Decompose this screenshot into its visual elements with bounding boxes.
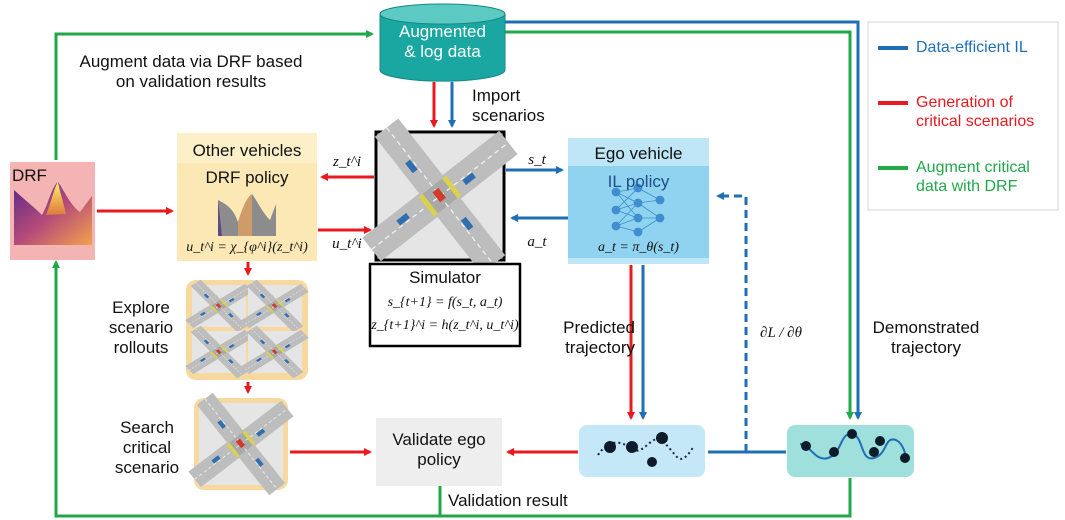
predicted-trajectory-label: Predicted trajectory [563, 318, 635, 357]
drf-box [10, 162, 95, 260]
database-label: Augmented & log data [399, 22, 486, 61]
augment-note-label: Augment data via DRF based on validation… [79, 52, 303, 91]
explore-rollouts-thumbnails [165, 264, 329, 394]
il-policy-label: IL policy [607, 172, 670, 191]
validate-box [376, 418, 502, 486]
drf-policy-equation: u_t^i = χ_{φ^i}(z_t^i) [186, 240, 308, 255]
uti-label: u_t^i [332, 236, 362, 252]
trajectory-icon [597, 432, 695, 467]
green-arrows [52, 30, 854, 518]
demonstrated-trajectory-box [787, 425, 914, 477]
gradient-label: ∂L / ∂θ [760, 325, 802, 341]
zti-label: z_t^i [332, 154, 361, 170]
legend-markers [878, 46, 908, 170]
legend-box [867, 21, 1059, 211]
search-label: Search critical scenario [114, 418, 180, 477]
explore-label: Explore scenario rollouts [108, 298, 174, 357]
demonstrated-trajectory-label: Demonstrated trajectory [872, 318, 980, 357]
trajectory-icon [799, 429, 910, 463]
other-vehicles-label: Other vehicles [192, 141, 302, 160]
drf-policy-icon [218, 194, 276, 236]
legend-item-data-efficient-il: Data-efficient IL [916, 39, 1028, 56]
drf-surface-icon [14, 182, 92, 245]
validate-label: Validate ego policy [392, 430, 486, 469]
ego-vehicle-panel [568, 138, 709, 264]
validation-result-label: Validation result [448, 491, 568, 510]
drf-policy-panel [177, 133, 317, 261]
simulator-equation-2: z_{t+1}^i = h(z_t^i, u_t^i) [371, 318, 519, 333]
blue-arrows [448, 20, 862, 454]
critical-scenario-thumbnail [158, 363, 324, 520]
ego-vehicle-label: Ego vehicle [594, 144, 683, 163]
predicted-trajectory-box [579, 425, 705, 477]
legend-item-critical-scenarios: Generation of critical scenarios [916, 94, 1035, 130]
neural-network-icon [611, 183, 665, 237]
import-scenarios-label: Import scenarios [472, 86, 545, 125]
database-icon [379, 3, 506, 82]
drf-label: DRF [12, 166, 47, 185]
st-label: s_t [528, 152, 546, 168]
il-policy-equation: a_t = π_θ(s_t) [598, 240, 679, 255]
legend-item-augment-drf: Augment critical data with DRF [916, 159, 1030, 195]
simulator-box [368, 262, 522, 348]
at-label: a_t [527, 234, 547, 250]
drf-policy-label: DRF policy [205, 168, 289, 187]
simulator-title: Simulator [409, 268, 481, 287]
simulator-scene [317, 73, 563, 319]
red-arrows [97, 82, 635, 456]
simulator-equation-1: s_{t+1} = f(s_t, a_t) [387, 295, 503, 310]
